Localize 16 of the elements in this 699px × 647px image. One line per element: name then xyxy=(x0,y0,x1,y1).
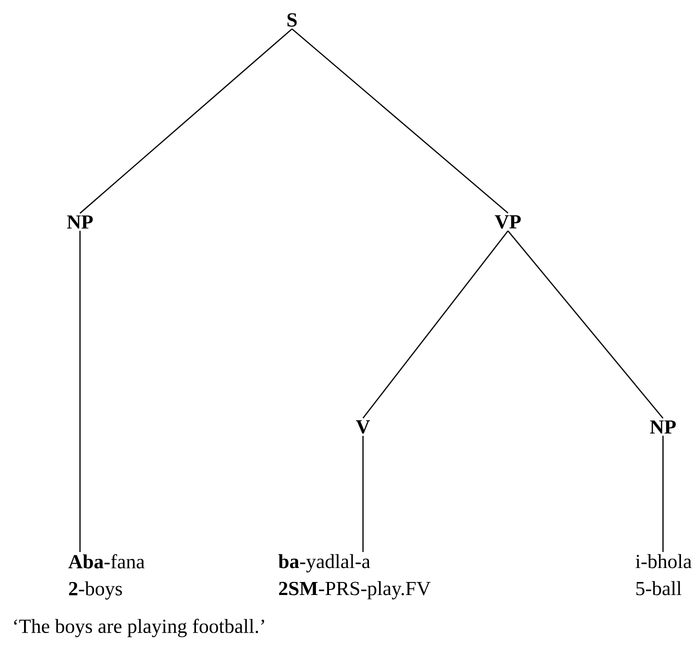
word-gloss: Aba-fana 2-boys xyxy=(68,554,145,600)
branch-line xyxy=(662,436,664,552)
branch-line xyxy=(292,28,508,214)
category-label: NP xyxy=(67,215,93,229)
category-label: V xyxy=(356,420,370,434)
branch-line xyxy=(79,230,81,552)
category-label: VP xyxy=(494,215,521,229)
branch-line xyxy=(362,230,508,418)
word-gloss: i-bhola 5-ball xyxy=(636,554,692,596)
category-label: NP xyxy=(650,420,676,434)
caption: ‘The boys are playing football.’ xyxy=(14,618,264,638)
branch-line xyxy=(80,28,292,214)
category-label: S xyxy=(288,13,297,27)
branch-line xyxy=(362,436,364,552)
branch-line xyxy=(508,230,664,419)
word-gloss: ba-yadlal-a 2SM-PRS-play.FV xyxy=(278,554,431,600)
